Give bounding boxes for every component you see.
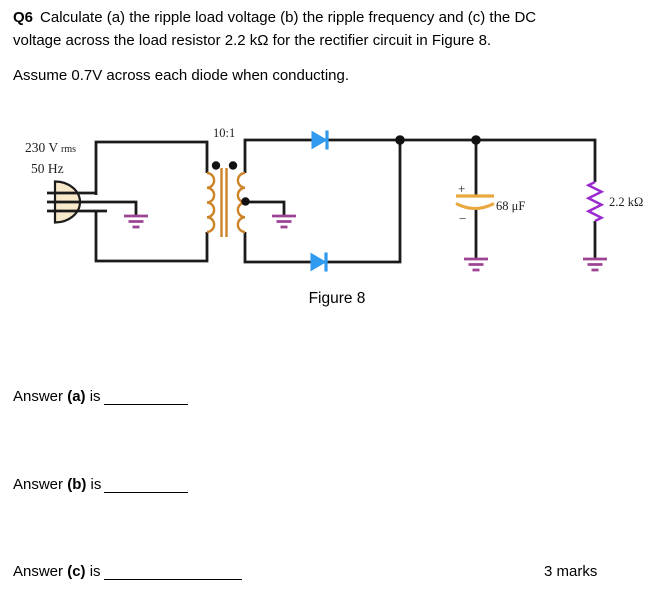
answer-label: (c)	[67, 563, 86, 580]
transformer-primary-winding	[206, 171, 216, 234]
answer-row-b: Answer (b) is	[13, 476, 189, 493]
center-tap-node	[241, 197, 250, 206]
assumption-text: Assume 0.7V across each diode when condu…	[13, 67, 350, 84]
wire	[94, 140, 209, 195]
answer-prefix: Answer	[13, 563, 64, 580]
answer-suffix: is	[90, 476, 102, 493]
capacitor-bottom-plate	[455, 202, 495, 210]
wire	[243, 138, 597, 182]
polarity-dot	[211, 161, 221, 170]
ground-symbol-centertap	[272, 214, 296, 229]
ground-symbol-source	[124, 214, 148, 229]
capacitor-minus-sign: −	[459, 211, 466, 226]
answer-row-c: Answer (c) is	[13, 563, 242, 580]
answer-blank-a	[103, 389, 188, 405]
marks-label: 3 marks	[544, 563, 598, 580]
transformer-core	[220, 168, 228, 237]
answer-row-a: Answer (a) is	[13, 388, 188, 405]
answer-blank-b	[104, 477, 189, 493]
answer-suffix: is	[89, 563, 101, 580]
resistor-value-label: 2.2 kΩ	[609, 195, 643, 209]
wire	[245, 200, 286, 216]
question-line1: Calculate (a) the ripple load voltage (b…	[40, 9, 537, 26]
transformer-ratio-label: 10:1	[213, 126, 235, 140]
question-text: Q6 Calculate (a) the ripple load voltage …	[13, 6, 536, 52]
wire	[47, 200, 138, 216]
answer-prefix: Answer	[13, 388, 64, 405]
load-resistor-icon	[585, 180, 605, 223]
source-voltage-subscript: rms	[61, 144, 76, 155]
capacitor-plus-sign: +	[458, 181, 465, 196]
node-dot	[395, 135, 405, 145]
question-line2: voltage across the load resistor 2.2 kΩ …	[13, 32, 492, 49]
figure-caption: Figure 8	[308, 290, 366, 307]
node-dot	[471, 135, 481, 145]
diode-bottom-icon	[310, 252, 327, 272]
ground-symbol-resistor	[583, 257, 607, 272]
diode-top-icon	[311, 130, 328, 150]
polarity-dot	[228, 161, 238, 170]
wire	[94, 210, 209, 263]
capacitor-value-label: 68 μF	[496, 199, 525, 213]
source-frequency-label: 50 Hz	[31, 161, 64, 176]
question-number: Q6	[13, 9, 34, 26]
answer-label: (a)	[67, 388, 86, 405]
answer-blank-c	[103, 564, 242, 580]
answer-prefix: Answer	[13, 476, 64, 493]
answer-suffix: is	[89, 388, 101, 405]
source-voltage-label: 230 V	[25, 140, 58, 155]
ground-symbol-capacitor	[464, 257, 488, 272]
answer-label: (b)	[67, 476, 87, 493]
